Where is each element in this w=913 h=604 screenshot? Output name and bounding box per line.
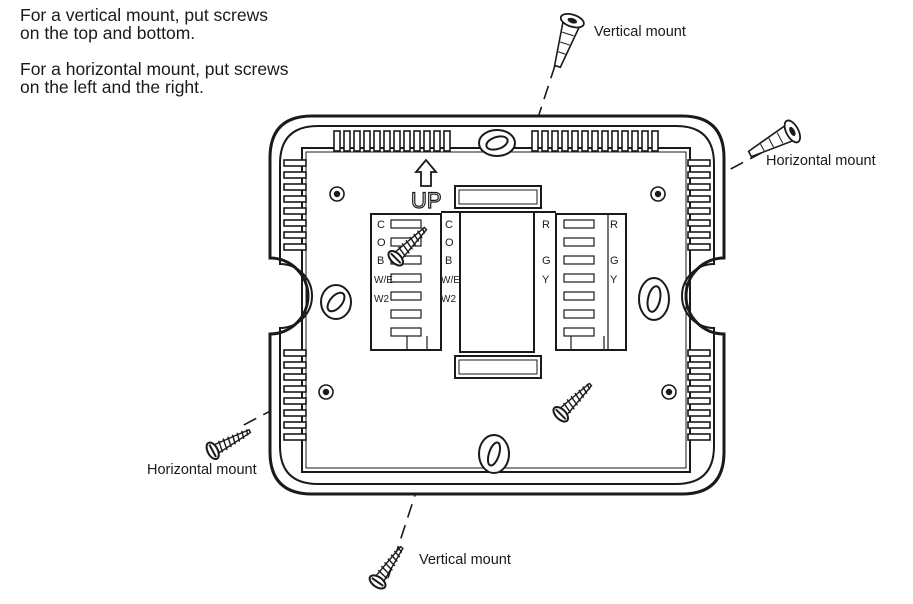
terminal-label: Y xyxy=(610,274,618,286)
terminal-label: R xyxy=(610,219,618,231)
instruction-line: For a horizontal mount, put screws xyxy=(20,59,289,79)
terminal-labels-right-outer: R G Y xyxy=(610,219,619,286)
terminal-label: W/E xyxy=(441,275,460,286)
wallplate: UP C O B W/E W2 xyxy=(268,114,726,496)
instruction-line: on the top and bottom. xyxy=(20,23,196,43)
vertical-mount-callout-bottom: Vertical mount xyxy=(419,552,511,568)
up-arrow-icon xyxy=(414,158,438,187)
terminal-label: W2 xyxy=(374,294,389,305)
terminal-label: R xyxy=(542,219,550,231)
vertical-mount-callout-top: Vertical mount xyxy=(594,24,686,40)
screw-icon xyxy=(366,541,411,593)
terminal-label: B xyxy=(445,255,452,267)
terminal-label: W/E xyxy=(374,275,393,286)
wall-anchor-icon xyxy=(545,10,587,71)
horizontal-mount-instruction: For a horizontal mount, put screws on th… xyxy=(20,60,288,96)
terminal-label: Y xyxy=(542,274,550,286)
up-label: UP xyxy=(411,188,442,213)
terminal-label: C xyxy=(445,219,453,231)
terminal-label: B xyxy=(377,255,384,267)
terminal-label: W2 xyxy=(441,294,456,305)
terminal-labels-left-outer: C O B W/E W2 xyxy=(374,219,393,305)
horizontal-mount-callout-left: Horizontal mount xyxy=(147,462,257,478)
instruction-line: For a vertical mount, put screws xyxy=(20,5,268,25)
screw-icon xyxy=(203,422,256,463)
instruction-line: on the left and the right. xyxy=(20,77,204,97)
horizontal-mount-callout-right: Horizontal mount xyxy=(766,153,876,169)
terminal-label: O xyxy=(377,237,386,249)
terminal-label: O xyxy=(445,237,454,249)
terminal-label: G xyxy=(610,255,619,267)
terminal-label: G xyxy=(542,255,551,267)
vertical-mount-instruction: For a vertical mount, put screws on the … xyxy=(20,6,268,42)
terminal-labels-left-inner: C O B W/E W2 xyxy=(441,219,460,305)
terminal-labels-right-inner: R G Y xyxy=(542,219,551,286)
terminal-label: C xyxy=(377,219,385,231)
